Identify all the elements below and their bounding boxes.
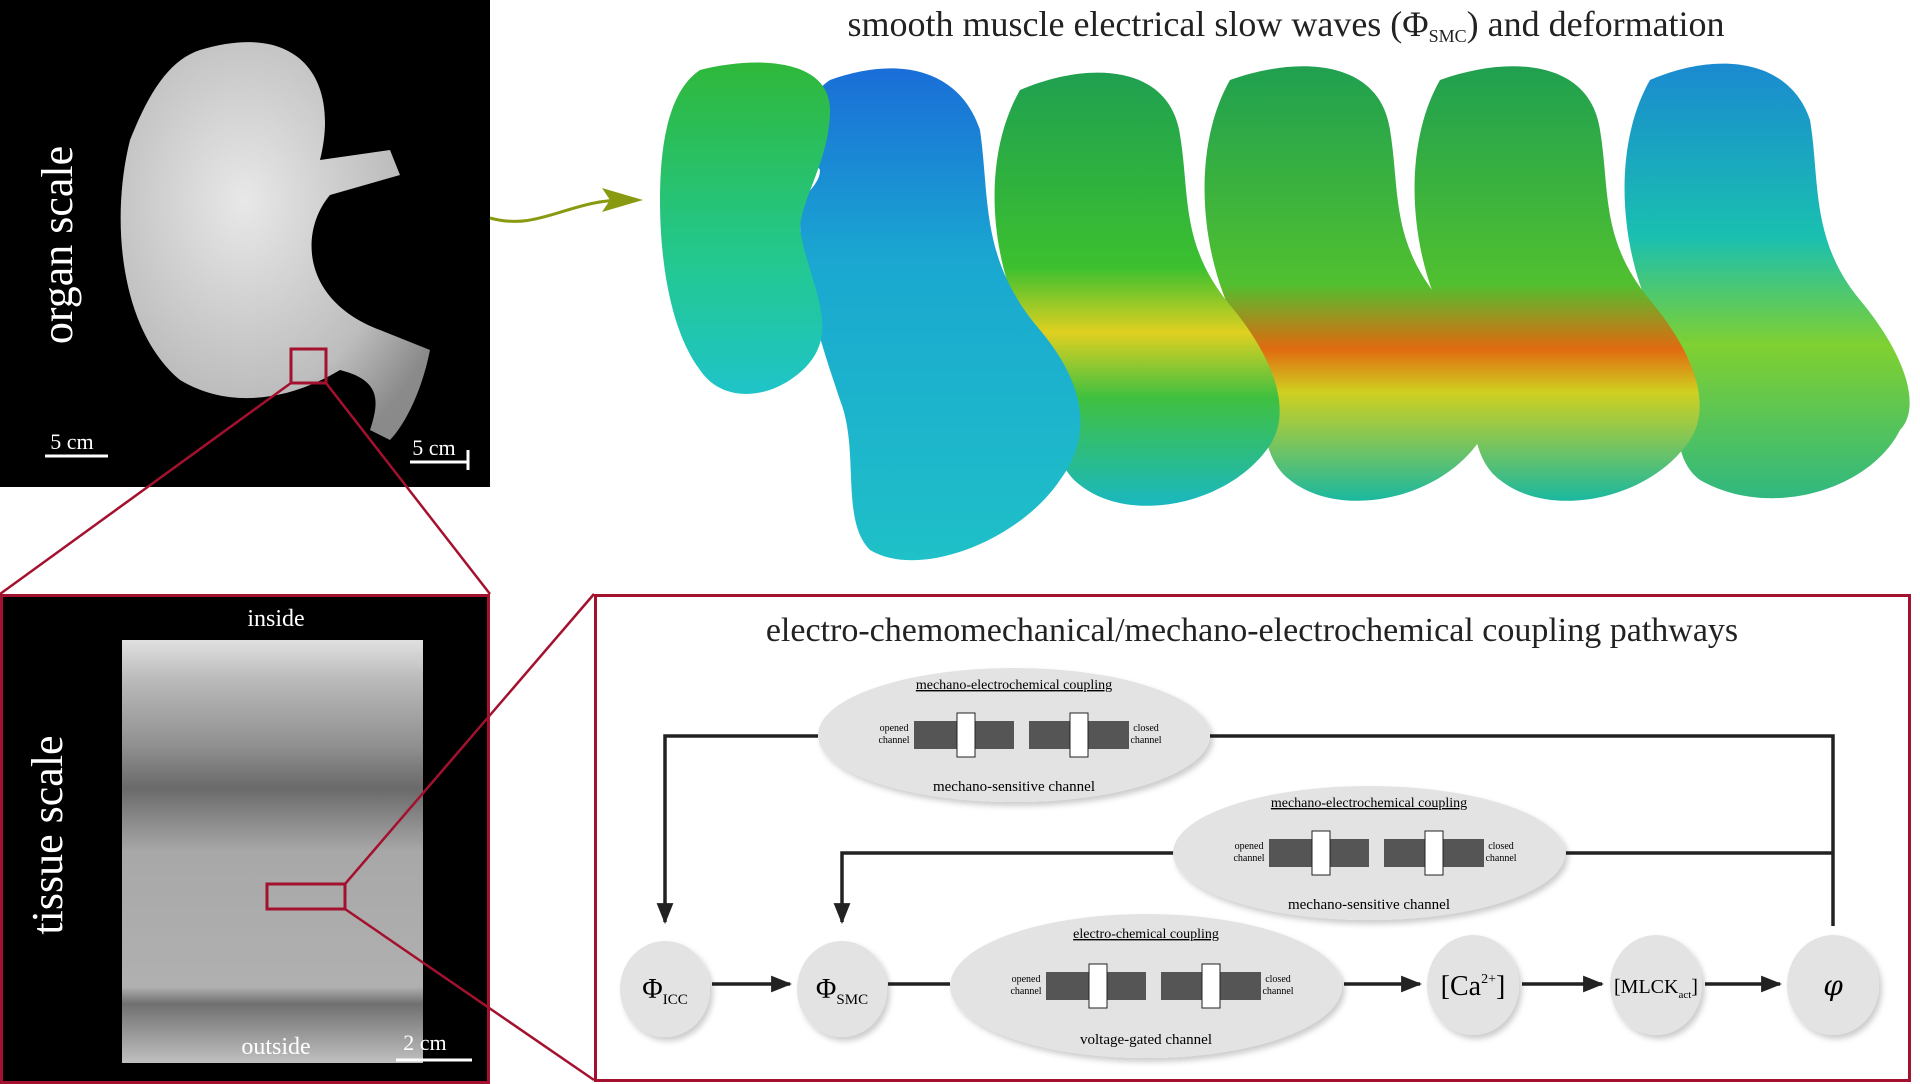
- arrow-head-icon: [602, 188, 643, 212]
- zoom-line: [325, 382, 491, 595]
- coupling-panel: electro-chemomechanical/mechano-electroc…: [594, 594, 1911, 1082]
- stomach-frame-2: [797, 68, 1081, 561]
- svg-text:closed: closed: [1488, 841, 1514, 852]
- svg-text:closed: closed: [1265, 974, 1291, 985]
- scale-bar-right: [410, 450, 470, 470]
- coupling-title: electro-chemomechanical/mechano-electroc…: [766, 612, 1738, 649]
- node-phi-icc: ΦICC: [620, 941, 710, 1037]
- scale-label: 2 cm: [403, 1030, 446, 1055]
- svg-text:[MLCKact]: [MLCKact]: [1614, 976, 1698, 1001]
- main-title: smooth muscle electrical slow waves (ΦSM…: [847, 4, 1724, 46]
- ellipse-mechano-coupling-1: mechano-electrochemical coupling opened …: [818, 668, 1210, 802]
- tissue-zoom-box: [265, 882, 347, 911]
- connector-to-phi-icc: [656, 734, 818, 925]
- ellipse-mechano-coupling-2: mechano-electrochemical coupling opened …: [1173, 786, 1565, 920]
- svg-text:channel: channel: [1485, 853, 1516, 864]
- svg-text:channel: channel: [878, 735, 909, 746]
- svg-text:channel: channel: [1233, 853, 1264, 864]
- svg-text:mechano-electrochemical coupli: mechano-electrochemical coupling: [916, 678, 1112, 693]
- node-phi: φ: [1787, 935, 1879, 1035]
- node-calcium: [Ca2+]: [1427, 935, 1519, 1035]
- svg-text:mechano-electrochemical coupli: mechano-electrochemical coupling: [1271, 796, 1467, 811]
- tissue-section: [122, 640, 423, 1063]
- svg-text:mechano-sensitive channel: mechano-sensitive channel: [1288, 897, 1450, 913]
- connector-to-phi-smc: [833, 851, 1174, 925]
- svg-text:opened: opened: [1235, 841, 1264, 852]
- scale-label-right: 5 cm: [412, 435, 455, 460]
- organ-panel: organ scale 5 cm 5 cm: [0, 0, 490, 487]
- tissue-scale-label: tissue scale: [23, 735, 72, 934]
- svg-text:[Ca2+]: [Ca2+]: [1441, 971, 1506, 1002]
- svg-text:voltage-gated channel: voltage-gated channel: [1080, 1032, 1212, 1048]
- ellipse-electro-chemical-coupling: electro-chemical coupling opened channel…: [950, 914, 1342, 1058]
- svg-text:φ: φ: [1823, 969, 1843, 1002]
- node-phi-smc: ΦSMC: [797, 941, 887, 1037]
- organ-zoom-box: [289, 347, 328, 385]
- svg-text:channel: channel: [1010, 986, 1041, 997]
- svg-text:ΦICC: ΦICC: [642, 974, 687, 1008]
- scale-label-left: 5 cm: [50, 429, 93, 454]
- svg-text:channel: channel: [1262, 986, 1293, 997]
- outside-label: outside: [241, 1034, 310, 1060]
- zoom-line: [0, 381, 292, 596]
- svg-text:ΦSMC: ΦSMC: [816, 974, 868, 1008]
- stomach-photo: [120, 42, 431, 441]
- node-mlck-act: [MLCKact]: [1610, 935, 1702, 1035]
- connector-phi-top: [1210, 734, 1835, 926]
- zoom-line: [344, 907, 595, 1082]
- zoom-line: [344, 593, 595, 885]
- inside-label: inside: [247, 606, 304, 632]
- svg-text:channel: channel: [1130, 735, 1161, 746]
- svg-text:mechano-sensitive channel: mechano-sensitive channel: [933, 779, 1095, 795]
- svg-text:opened: opened: [1012, 974, 1041, 985]
- organ-scale-label: organ scale: [33, 146, 82, 344]
- stomach-deformation-sequence: [660, 62, 1910, 561]
- svg-text:opened: opened: [880, 723, 909, 734]
- tissue-panel: inside outside tissue scale 2 cm: [0, 594, 490, 1084]
- stomach-frame-1: [660, 62, 830, 394]
- svg-text:electro-chemical coupling: electro-chemical coupling: [1073, 927, 1219, 942]
- svg-text:closed: closed: [1133, 723, 1159, 734]
